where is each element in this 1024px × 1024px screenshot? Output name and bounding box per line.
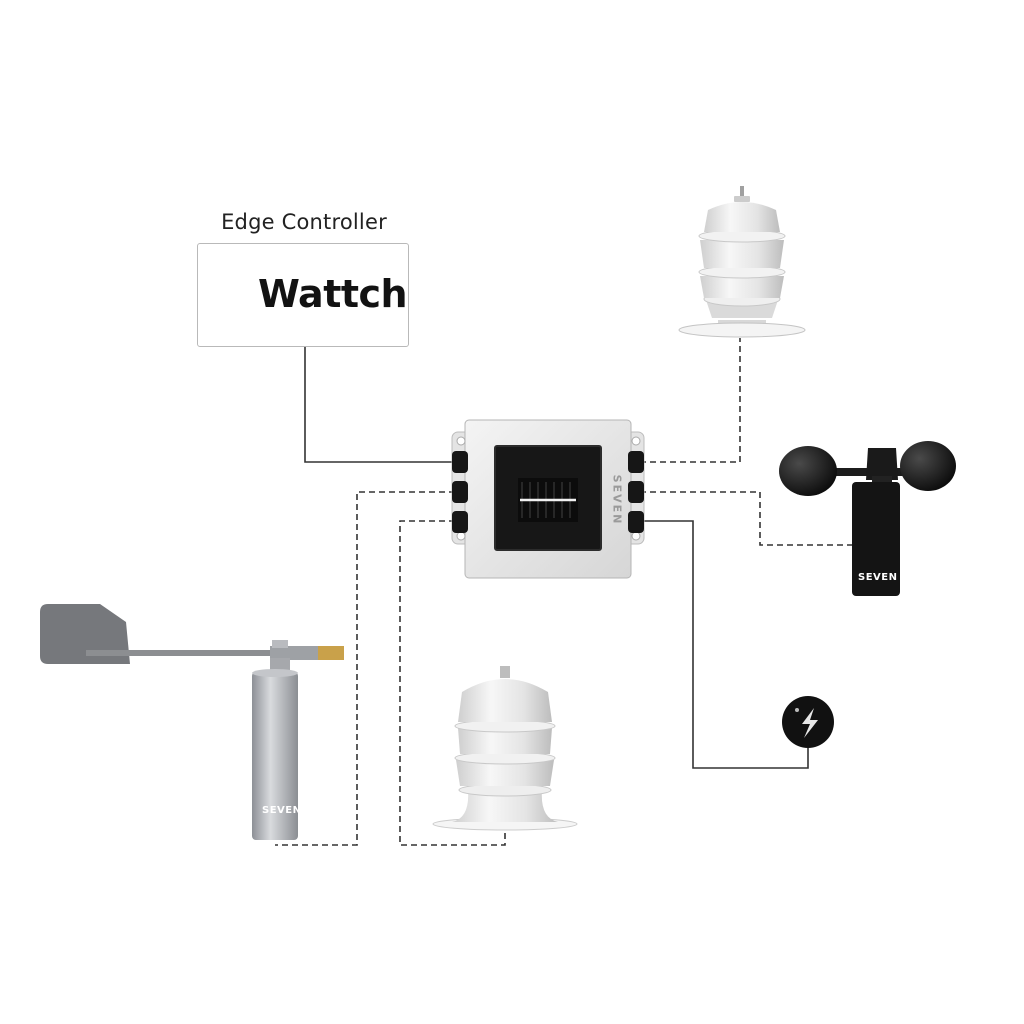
anemometer-cup-left <box>779 446 837 496</box>
vane-fin <box>40 604 130 664</box>
right-ports <box>628 451 644 533</box>
wattch-brand-name: Wattch <box>258 272 408 316</box>
anemometer-cup-right <box>900 441 956 491</box>
lower-radiation-shield <box>432 666 578 831</box>
anemometer-cable <box>640 491 855 546</box>
controller-hub-cable <box>304 347 455 463</box>
vane-cable <box>275 491 455 846</box>
vane-brand-label: SEVEN <box>262 805 302 816</box>
upper-shield-cable <box>640 338 741 463</box>
anemometer <box>779 441 956 596</box>
wind-vane <box>40 604 344 840</box>
anemometer-brand-label: SEVEN <box>858 572 898 583</box>
edge-controller-box <box>197 243 409 347</box>
connections <box>275 338 855 846</box>
lightning-sensor <box>782 696 834 748</box>
edge-controller-caption: Edge Controller <box>221 210 387 234</box>
junction-hub <box>451 419 645 579</box>
left-ports <box>452 451 468 533</box>
lightning-icon <box>802 708 818 738</box>
hub-brand-label: SEVEN <box>610 474 624 526</box>
lightning-cable <box>640 520 809 769</box>
upper-radiation-shield <box>678 186 806 338</box>
